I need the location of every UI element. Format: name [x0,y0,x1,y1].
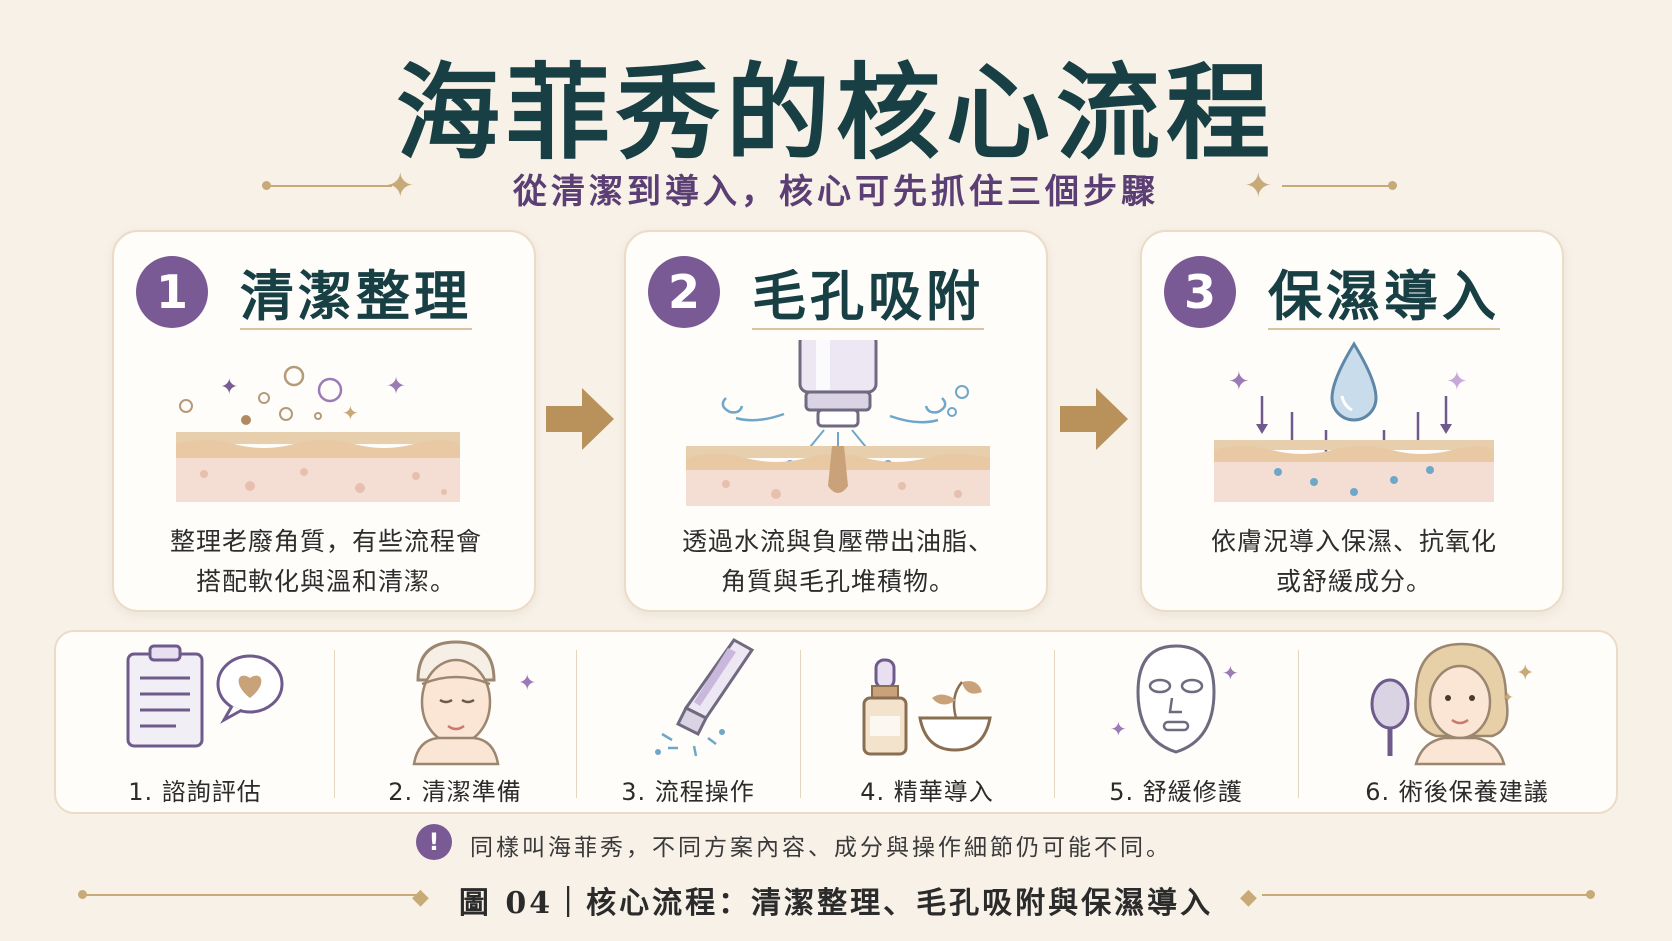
decor-line-right [1262,894,1588,896]
process-step-label: 3. 流程操作 [621,778,755,806]
sparkle-icon: ◆ [412,885,429,910]
disclaimer-text: 同樣叫海菲秀，不同方案內容、成分與操作細節仍可能不同。 [470,835,1172,861]
figure-caption: 圖 04｜核心流程：清潔整理、毛孔吸附與保濕導入 [458,886,1214,921]
svg-text:✦: ✦ [342,401,359,425]
step-card-description: 整理老廢角質，有些流程會 搭配軟化與溫和清潔。 [169,527,482,596]
face-towel-icon: ✦ [412,640,536,766]
svg-text:✦: ✦ [386,372,406,400]
face-mask-icon: ✦ ✦ [1110,644,1239,754]
svg-text:✦: ✦ [1446,367,1468,397]
process-step-label: 1. 諮詢評估 [128,778,262,806]
divider [334,650,335,798]
title-underline [240,328,472,330]
step-card-2: 2 毛孔吸附 透過水流與負壓帶出油脂、 角質與毛孔堆積物。 [624,230,1048,612]
clipboard-heart-icon [126,644,284,748]
svg-text:✦: ✦ [1110,717,1127,741]
arrow-right-icon [546,388,614,450]
step-card-1: 1 清潔整理 ✦ ✦ ✦ 整理老廢角質，有些流程會 搭配軟化與溫和清潔。 [112,230,536,612]
figure-caption-row: ◆ 圖 04｜核心流程：清潔整理、毛孔吸附與保濕導入 ◆ [0,872,1672,922]
hydration-infusion-illustration: ✦ ✦ [1214,341,1494,502]
title-underline [1268,328,1500,330]
process-step-3: 3. 流程操作 [576,632,800,816]
svg-text:✦: ✦ [1228,367,1250,397]
divider [800,650,801,798]
process-step-label: 6. 術後保養建議 [1365,778,1549,806]
skin-cleansing-illustration: ✦ ✦ ✦ [176,365,460,502]
step-number-badge: 1 [136,256,208,328]
mirror-face-icon: ✦ ✦ [1370,642,1534,766]
wand-device-icon [655,638,755,757]
subtitle-row: ✦ 從清潔到導入，核心可先抓住三個步驟 ✦ [0,158,1672,214]
decor-dot-left [262,181,271,190]
pore-suction-illustration [686,340,990,506]
title-underline [752,328,984,330]
serum-bottle-icon [862,658,992,756]
process-step-5: ✦ ✦ 5. 舒緩修護 [1054,632,1298,816]
decor-line-left [84,894,420,896]
svg-text:✦: ✦ [1502,690,1514,706]
divider [1298,650,1299,798]
step-card-title: 保濕導入 [1268,264,1500,328]
process-step-1: 1. 諮詢評估 [56,632,334,816]
process-step-4: 4. 精華導入 [800,632,1054,816]
decor-dot-right [1586,890,1595,899]
step-card-title: 清潔整理 [240,264,472,328]
step-number-badge: 2 [648,256,720,328]
divider [576,650,577,798]
step-card-title: 毛孔吸附 [752,264,984,328]
svg-text:✦: ✦ [1222,661,1239,685]
process-step-2: ✦ 2. 清潔準備 [334,632,576,816]
svg-text:✦: ✦ [220,375,238,400]
step-card-description: 依膚況導入保濕、抗氧化 或舒緩成分。 [1210,527,1497,596]
process-step-label: 4. 精華導入 [860,778,994,806]
arrow-right-icon [1060,388,1128,450]
decor-dot-left [78,890,87,899]
process-step-label: 2. 清潔準備 [388,778,522,806]
svg-text:✦: ✦ [518,671,536,696]
sparkle-icon: ✦ [1244,166,1273,206]
disclaimer-note: ! 同樣叫海菲秀，不同方案內容、成分與操作細節仍可能不同。 [0,822,1672,862]
step-number-badge: 3 [1164,256,1236,328]
subtitle: 從清潔到導入，核心可先抓住三個步驟 [513,172,1159,212]
sparkle-icon: ◆ [1240,885,1257,910]
decor-line-right [1282,185,1390,187]
page-title: 海菲秀的核心流程 [395,51,1276,174]
process-step-label: 5. 舒緩修護 [1109,778,1243,806]
exclamation-icon: ! [416,824,452,860]
step-card-description: 透過水流與負壓帶出油脂、 角質與毛孔堆積物。 [681,527,994,596]
sparkle-icon: ✦ [386,166,415,206]
svg-text:✦: ✦ [1516,661,1534,686]
decor-line-left [268,185,392,187]
step-card-3: 3 保濕導入 ✦ ✦ 依膚況導入保濕、抗氧化 或舒緩成分。 [1140,230,1564,612]
divider [1054,650,1055,798]
decor-dot-right [1388,181,1397,190]
process-steps-panel: 1. 諮詢評估 ✦ 2. 清潔準備 3. 流程操作 [54,630,1618,814]
process-step-6: ✦ ✦ 6. 術後保養建議 [1298,632,1616,816]
